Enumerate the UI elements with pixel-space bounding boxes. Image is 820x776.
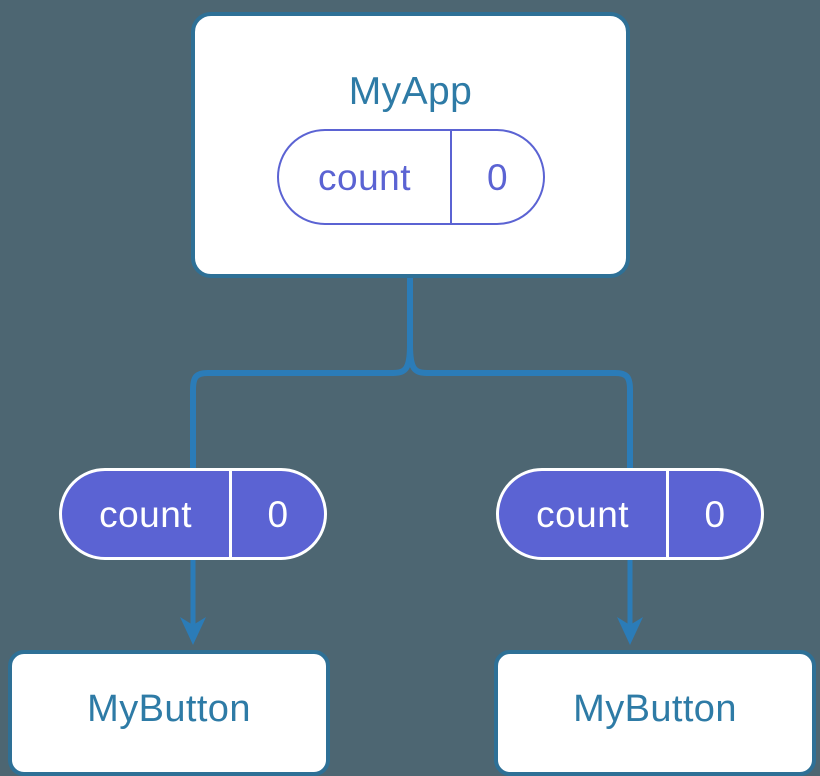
branch-line-left bbox=[190, 344, 413, 468]
props-pill-count-right[interactable]: count 0 bbox=[496, 468, 764, 560]
branch-line-right bbox=[407, 344, 633, 468]
component-card-mybutton-left[interactable]: MyButton bbox=[8, 650, 330, 776]
props-pill-key: count bbox=[536, 493, 630, 535]
arrowhead-icon bbox=[180, 617, 206, 645]
component-name-mybutton: MyButton bbox=[87, 688, 251, 730]
state-pill-value: 0 bbox=[450, 131, 543, 223]
props-pill-count-left[interactable]: count 0 bbox=[59, 468, 327, 560]
props-pill-key: count bbox=[99, 493, 193, 535]
component-name-myapp: MyApp bbox=[348, 70, 473, 113]
props-arrow-left bbox=[180, 560, 206, 645]
state-pill-count[interactable]: count 0 bbox=[277, 129, 545, 225]
props-pill-value: 0 bbox=[229, 471, 324, 557]
component-card-mybutton-right[interactable]: MyButton bbox=[494, 650, 816, 776]
component-name-mybutton: MyButton bbox=[573, 688, 737, 730]
props-pill-value: 0 bbox=[666, 471, 761, 557]
arrowhead-icon bbox=[617, 617, 643, 645]
props-arrow-right bbox=[617, 560, 643, 645]
state-pill-key: count bbox=[318, 156, 412, 198]
